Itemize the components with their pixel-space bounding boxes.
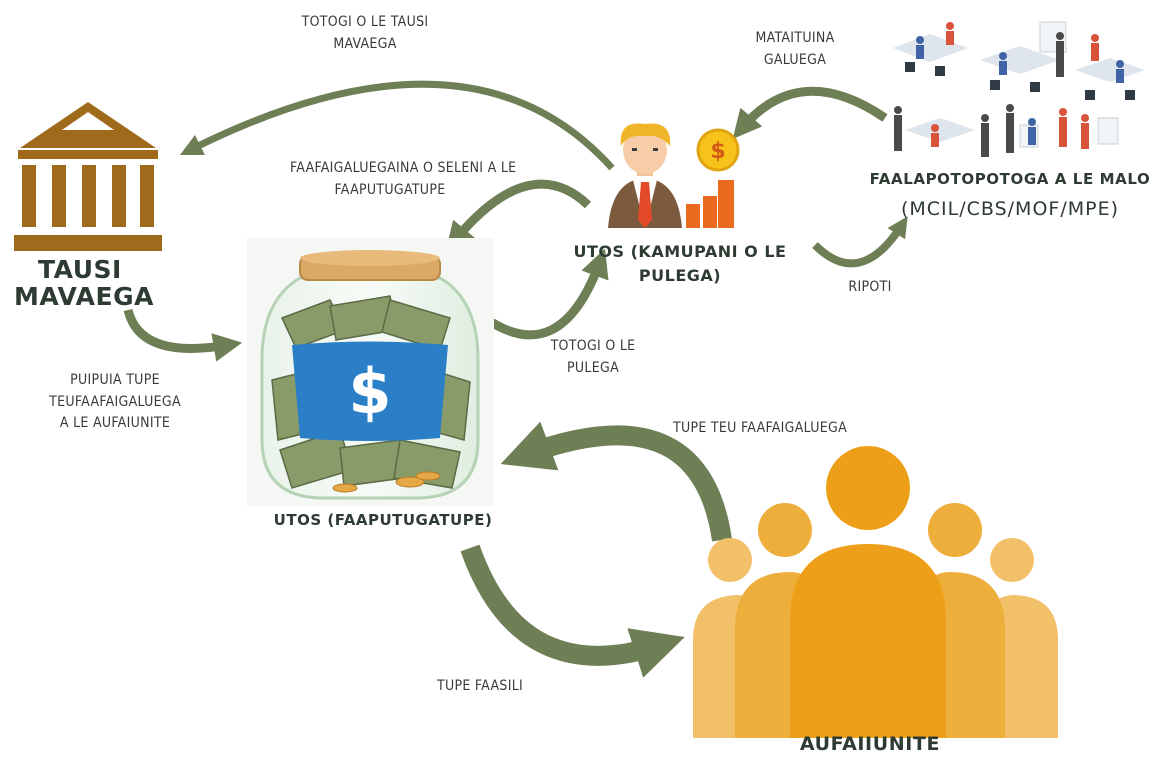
flow-company-fee-line2: PULEGA <box>567 359 619 376</box>
arrow-member-investment <box>500 421 732 542</box>
bank-building-icon <box>14 102 162 251</box>
flow-salary-deduction: FAAFAIGALUEGAINA O SELENI A LE FAAPUTUGA… <box>290 158 517 201</box>
dollar-sign-icon: $ <box>348 355 391 428</box>
flow-company-fee-line1: TOTOGI O LE <box>550 338 636 354</box>
flow-employer-subsidy-line3: A LE AUFAIUNITE <box>59 415 171 432</box>
flow-company-fee: TOTOGI O LE PULEGA <box>548 336 638 379</box>
office-meeting-icon <box>893 21 1145 157</box>
flow-salary-deduction-line1: FAAFAIGALUEGAINA O SELENI A LE <box>290 160 517 176</box>
treasury-title-line1: TAUSI <box>38 255 122 284</box>
arrow-employer-subsidy <box>123 308 243 362</box>
members-title: AUFAIIUNITE <box>799 733 941 755</box>
arrow-compliance-work <box>732 86 888 139</box>
flow-compliance-work-line1: MATAITUINA <box>755 30 835 46</box>
treasury-title-line2: MAVAEGA <box>14 282 154 311</box>
fund-title: UTOS (FAAPUTUGATUPE) <box>273 511 493 529</box>
flow-member-investment: TUPE TEU FAAFAIGALUEGA <box>672 420 848 436</box>
arrow-reports <box>812 216 908 268</box>
flow-compliance-work: MATAITUINA GALUEGA <box>740 28 850 71</box>
dollar-coin-icon: $ <box>696 128 740 172</box>
arrow-company-fee <box>482 248 609 340</box>
businessman-icon <box>608 123 682 228</box>
flow-compliance-work-line2: GALUEGA <box>763 51 827 68</box>
arrow-salary-deduction <box>445 179 592 252</box>
ministries-subtitle: (MCIL/CBS/MOF/MPE) <box>900 198 1120 220</box>
arrow-cash-out <box>460 544 685 678</box>
company-title: UTOS (KAMUPANI O LE PULEGA) <box>560 240 800 288</box>
arrow-fee-to-treasury <box>179 80 615 171</box>
company-title-line1: UTOS (KAMUPANI O LE <box>573 242 787 261</box>
bar-chart-icon <box>686 180 734 228</box>
ministries-title: FAALAPOTOPOTOGA A LE MALO <box>869 170 1151 188</box>
flow-fee-to-treasury: TOTOGI O LE TAUSI MAVAEGA <box>290 12 440 55</box>
money-jar-icon: $ <box>247 238 494 506</box>
flow-employer-subsidy: PUIPUIA TUPE TEUFAAFAIGALUEGA A LE AUFAI… <box>40 370 190 435</box>
company-title-line2: PULEGA) <box>638 266 722 285</box>
people-group-icon <box>693 446 1058 738</box>
flow-employer-subsidy-line2: TEUFAAFAIGALUEGA <box>49 393 181 410</box>
svg-text:$: $ <box>710 139 725 164</box>
flow-reports: RIPOTI <box>848 279 892 295</box>
flow-fee-to-treasury-line1: TOTOGI O LE TAUSI <box>301 14 429 30</box>
flow-salary-deduction-line2: FAAPUTUGATUPE <box>334 181 446 198</box>
flow-employer-subsidy-line1: PUIPUIA TUPE <box>70 372 160 388</box>
flow-fee-to-treasury-line2: MAVAEGA <box>333 35 397 52</box>
treasury-title: TAUSI MAVAEGA <box>14 256 154 310</box>
flow-cash-out: TUPE FAASILI <box>436 678 524 694</box>
